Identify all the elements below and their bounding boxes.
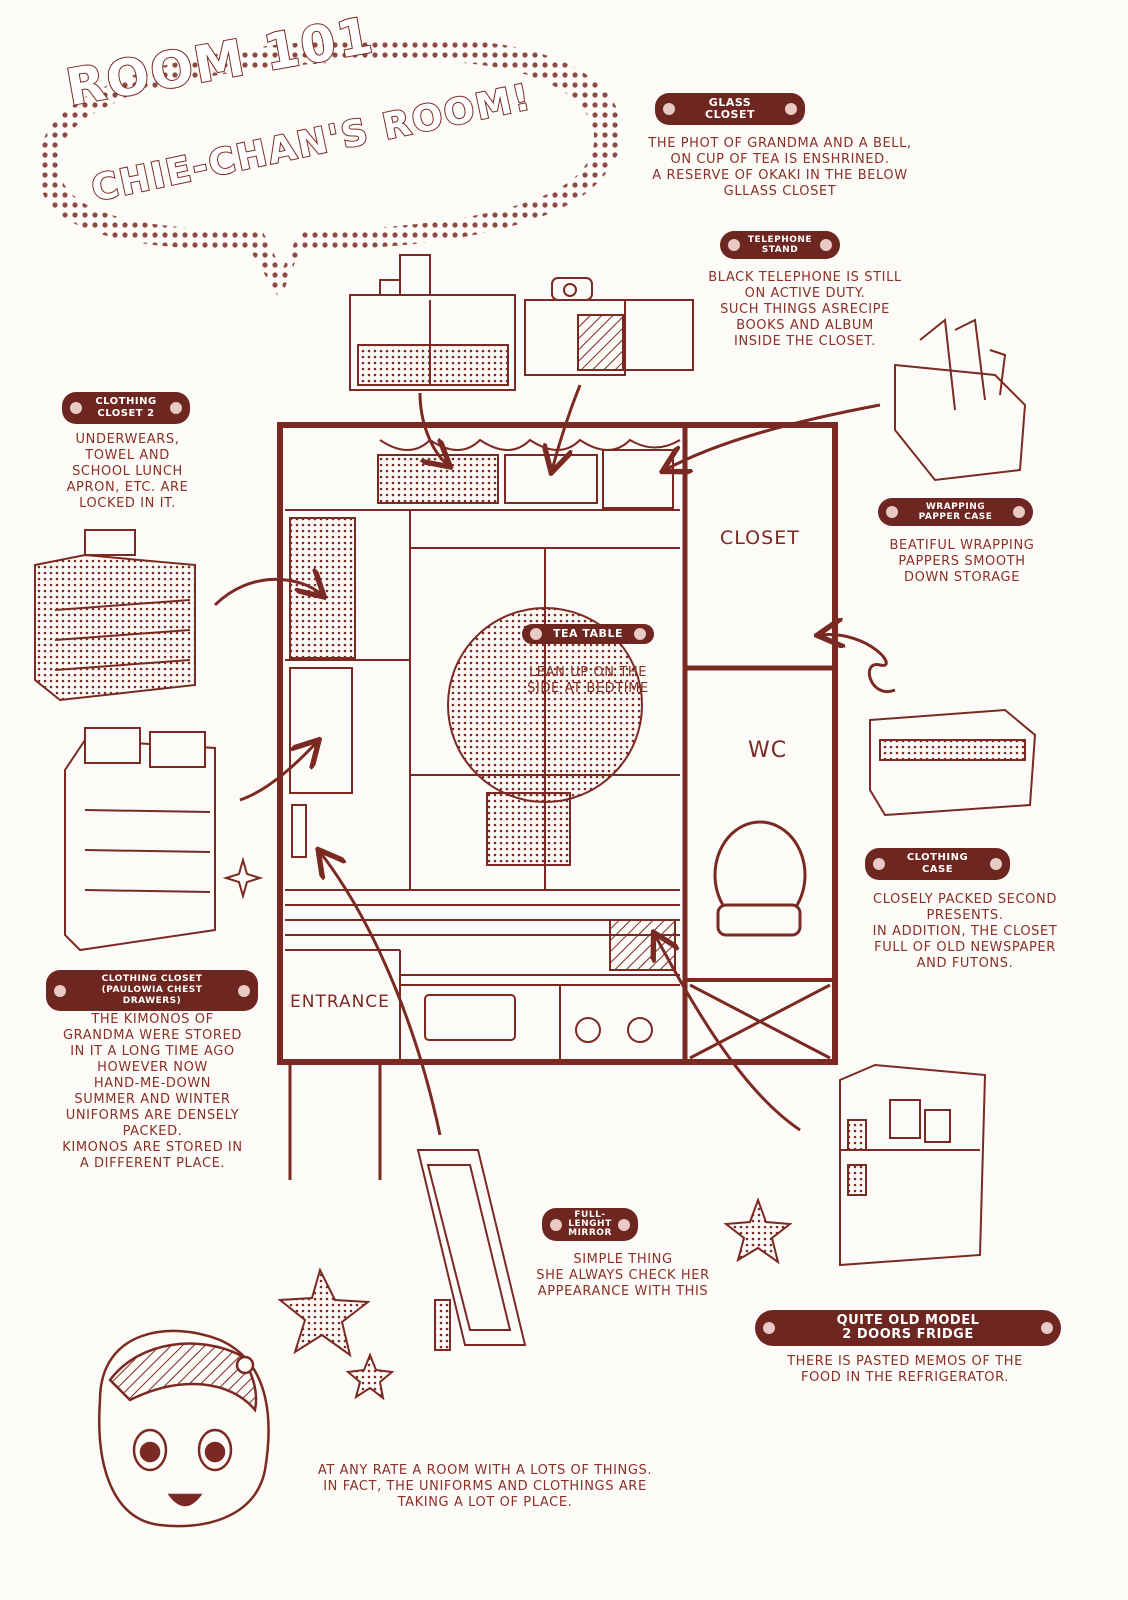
mirror-badge: FULL- LENGHT MIRROR <box>542 1208 638 1241</box>
chest-of-drawers-sketch <box>34 529 196 702</box>
entrance-label: ENTRANCE <box>290 992 390 1012</box>
clothing-closet-paulownia-note: THE KIMONOS OF GRANDMA WERE STORED IN IT… <box>62 1012 243 1171</box>
wrapping-paper-case-sketch <box>894 318 1027 482</box>
chibi-girl-drawing <box>98 1329 270 1528</box>
pointer-arrows <box>213 384 896 1136</box>
tea-table-badge: TEA TABLE <box>522 624 654 644</box>
mirror-sketch <box>416 1149 527 1351</box>
mirror-badge-text: FULL- LENGHT MIRROR <box>568 1210 612 1238</box>
closet-label: CLOSET <box>720 527 800 549</box>
clothing-closet-paulownia-badge-text: CLOTHING CLOSET (PAULOWIA CHEST DRAWERS) <box>101 974 203 1006</box>
stars <box>222 856 793 1401</box>
wrapping-paper-case-note: BEATIFUL WRAPPING PAPPERS SMOOTH DOWN ST… <box>889 538 1035 585</box>
tea-table-note: LEAN UP ON THE SIDE AT BEDTIME <box>527 665 649 696</box>
wrapping-paper-case-badge-text: WRAPPING PAPPER CASE <box>918 502 993 522</box>
fridge-badge: QUITE OLD MODEL 2 DOORS FRIDGE <box>755 1310 1061 1346</box>
tea-table-badge-text: TEA TABLE <box>553 627 623 640</box>
telephone-stand-badge-text: TELEPHONE STAND <box>747 235 813 255</box>
paulownia-chest-sketch <box>64 727 216 952</box>
wrapping-paper-case-badge: WRAPPING PAPPER CASE <box>878 498 1033 526</box>
glass-closet-sketch <box>349 254 516 391</box>
clothing-closet-paulownia-badge: CLOTHING CLOSET (PAULOWIA CHEST DRAWERS) <box>46 970 258 1011</box>
clothing-case-badge-text: CLOTHING CASE <box>906 852 969 875</box>
clothing-closet-2-badge: CLOTHING CLOSET 2 <box>62 392 190 424</box>
glass-closet-badge-text: GLASS CLOSET <box>705 96 755 121</box>
fridge-sketch <box>839 1063 987 1267</box>
title-speech-bubble <box>37 38 623 300</box>
mirror-note: SIMPLE THING SHE ALWAYS CHECK HER APPEAR… <box>536 1252 710 1299</box>
clothing-closet-2-note: UNDERWEARS, TOWEL AND SCHOOL LUNCH APRON… <box>66 432 189 511</box>
clothing-case-badge: CLOTHING CASE <box>865 848 1010 880</box>
clothing-case-sketch <box>869 708 1037 817</box>
footer-note: AT ANY RATE A ROOM WITH A LOTS OF THINGS… <box>317 1463 653 1510</box>
glass-closet-note: THE PHOT OF GRANDMA AND A BELL, ON CUP O… <box>648 136 912 199</box>
clothing-case-note: CLOSELY PACKED SECOND PRESENTS. IN ADDIT… <box>872 892 1058 971</box>
telephone-stand-badge: TELEPHONE STAND <box>720 231 840 259</box>
floor-plan <box>277 422 838 1180</box>
glass-closet-badge: GLASS CLOSET <box>655 93 805 125</box>
wc-label: WC <box>748 738 788 763</box>
telephone-stand-sketch <box>524 277 694 376</box>
fridge-note: THERE IS PASTED MEMOS OF THE FOOD IN THE… <box>787 1354 1023 1385</box>
clothing-closet-2-badge-text: CLOTHING CLOSET 2 <box>95 396 157 419</box>
fridge-badge-text: QUITE OLD MODEL 2 DOORS FRIDGE <box>836 1313 980 1342</box>
telephone-stand-note: BLACK TELEPHONE IS STILL ON ACTIVE DUTY.… <box>708 270 902 349</box>
